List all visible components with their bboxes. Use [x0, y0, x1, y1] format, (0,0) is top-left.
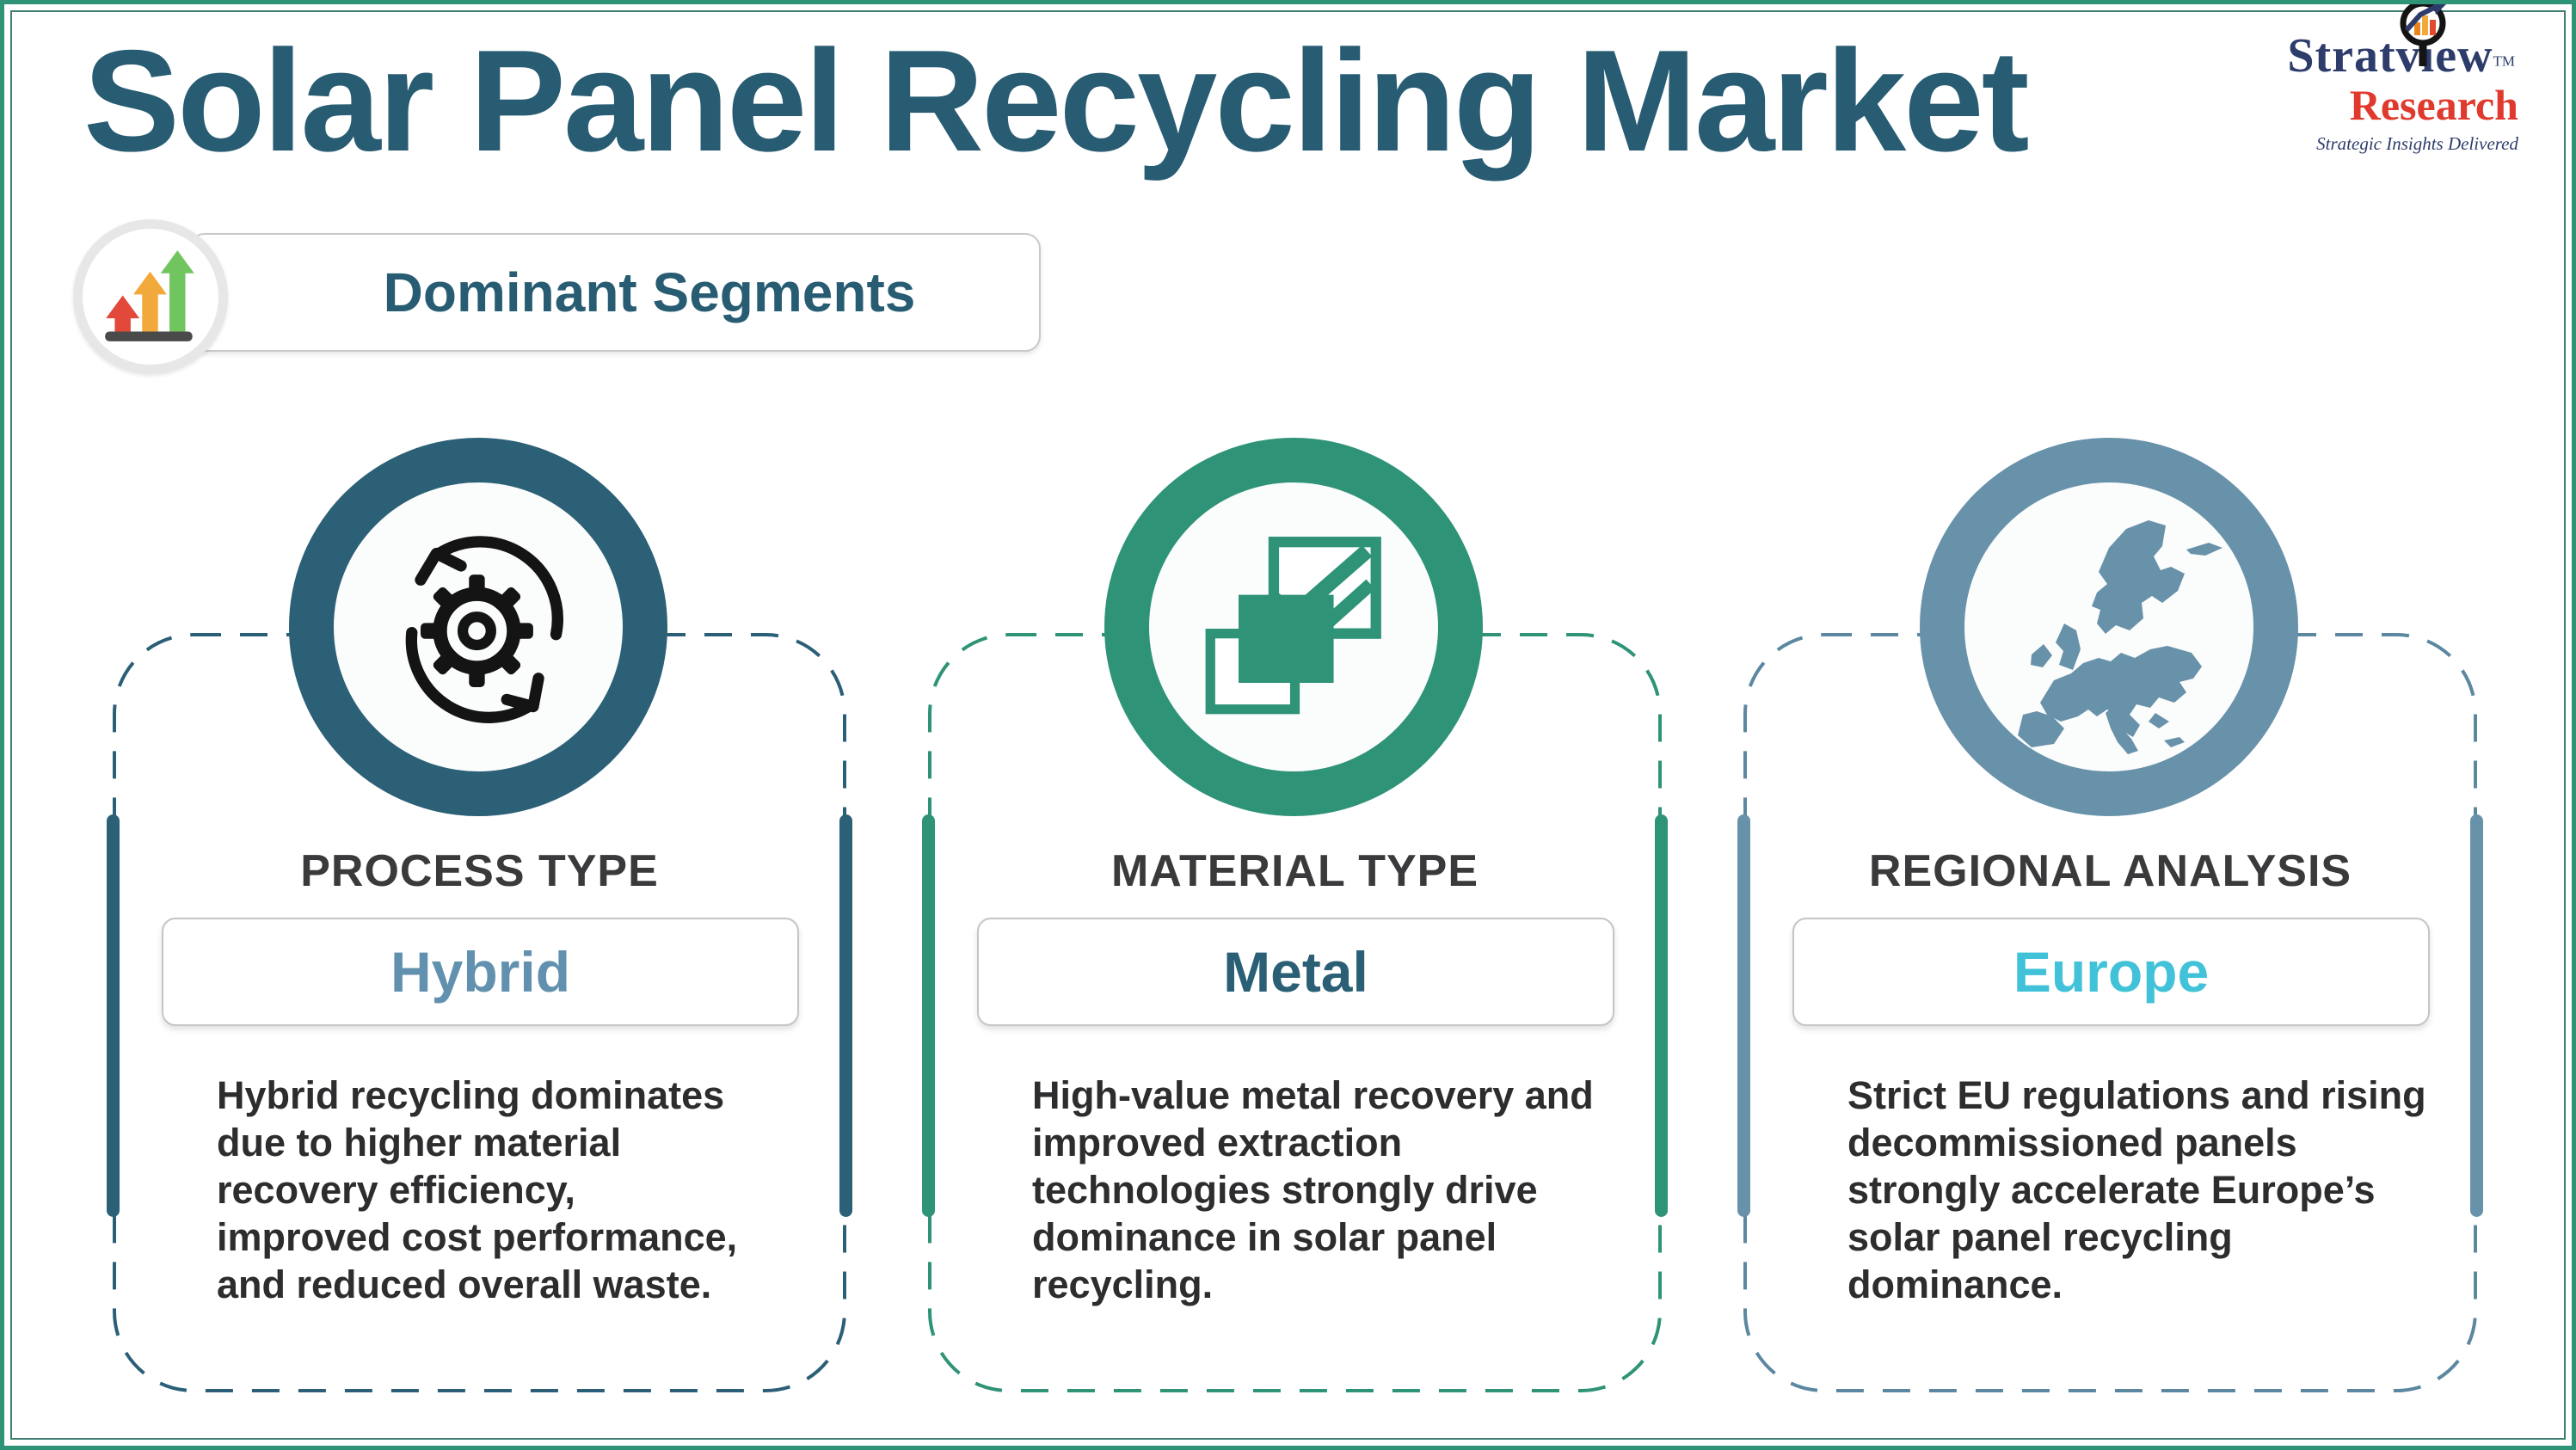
- process-cycle-gear-icon: [382, 531, 575, 724]
- growth-arrows-icon: [73, 219, 228, 374]
- card-process-type: PROCESS TYPE Hybrid Hybrid recycling dom…: [107, 438, 852, 1393]
- card-description: Strict EU regulations and rising decommi…: [1847, 1073, 2426, 1306]
- accent-bar-right: [839, 814, 852, 1217]
- card-description: High-value metal recovery and improved e…: [1032, 1073, 1594, 1306]
- card-value-box: Hybrid: [162, 918, 799, 1026]
- magnifier-chart-icon: [2391, 4, 2455, 74]
- europe-map-icon: [1980, 498, 2238, 756]
- section-badge: Dominant Segments: [189, 233, 1041, 352]
- accent-bar-right: [1655, 814, 1668, 1217]
- material-layers-icon: [1202, 535, 1386, 720]
- card-value-box: Metal: [977, 918, 1614, 1026]
- europe-circle-badge: [1920, 438, 2298, 816]
- card-heading: PROCESS TYPE: [300, 846, 659, 896]
- card-regional-analysis: REGIONAL ANALYSIS Europe Strict EU regul…: [1737, 438, 2483, 1393]
- card-material-type: MATERIAL TYPE Metal High-value metal rec…: [922, 438, 1668, 1393]
- card-value: Hybrid: [390, 940, 571, 1004]
- accent-bar-left: [1737, 814, 1750, 1217]
- card-value-box: Europe: [1792, 918, 2430, 1026]
- card-description: Hybrid recycling dominates due to higher…: [217, 1073, 738, 1306]
- brand-name: Stratview: [2287, 29, 2493, 83]
- accent-bar-left: [922, 814, 935, 1217]
- card-value: Metal: [1223, 940, 1368, 1004]
- accent-bar-left: [107, 814, 120, 1217]
- brand-tagline: Strategic Insights Delivered: [2316, 133, 2518, 154]
- brand-subname: Research: [2349, 81, 2518, 129]
- section-badge-label: Dominant Segments: [383, 261, 916, 323]
- page-title: Solar Panel Recycling Market: [83, 20, 2030, 181]
- material-circle-badge: [1104, 438, 1483, 816]
- process-circle-badge: [289, 438, 667, 816]
- card-value: Europe: [2013, 940, 2210, 1004]
- card-heading: REGIONAL ANALYSIS: [1868, 846, 2352, 896]
- card-heading: MATERIAL TYPE: [1110, 846, 1479, 896]
- brand-logo: StratviewTM Research Strategic Insights …: [2235, 4, 2518, 155]
- trademark-symbol: TM: [2493, 52, 2516, 70]
- accent-bar-right: [2470, 814, 2483, 1217]
